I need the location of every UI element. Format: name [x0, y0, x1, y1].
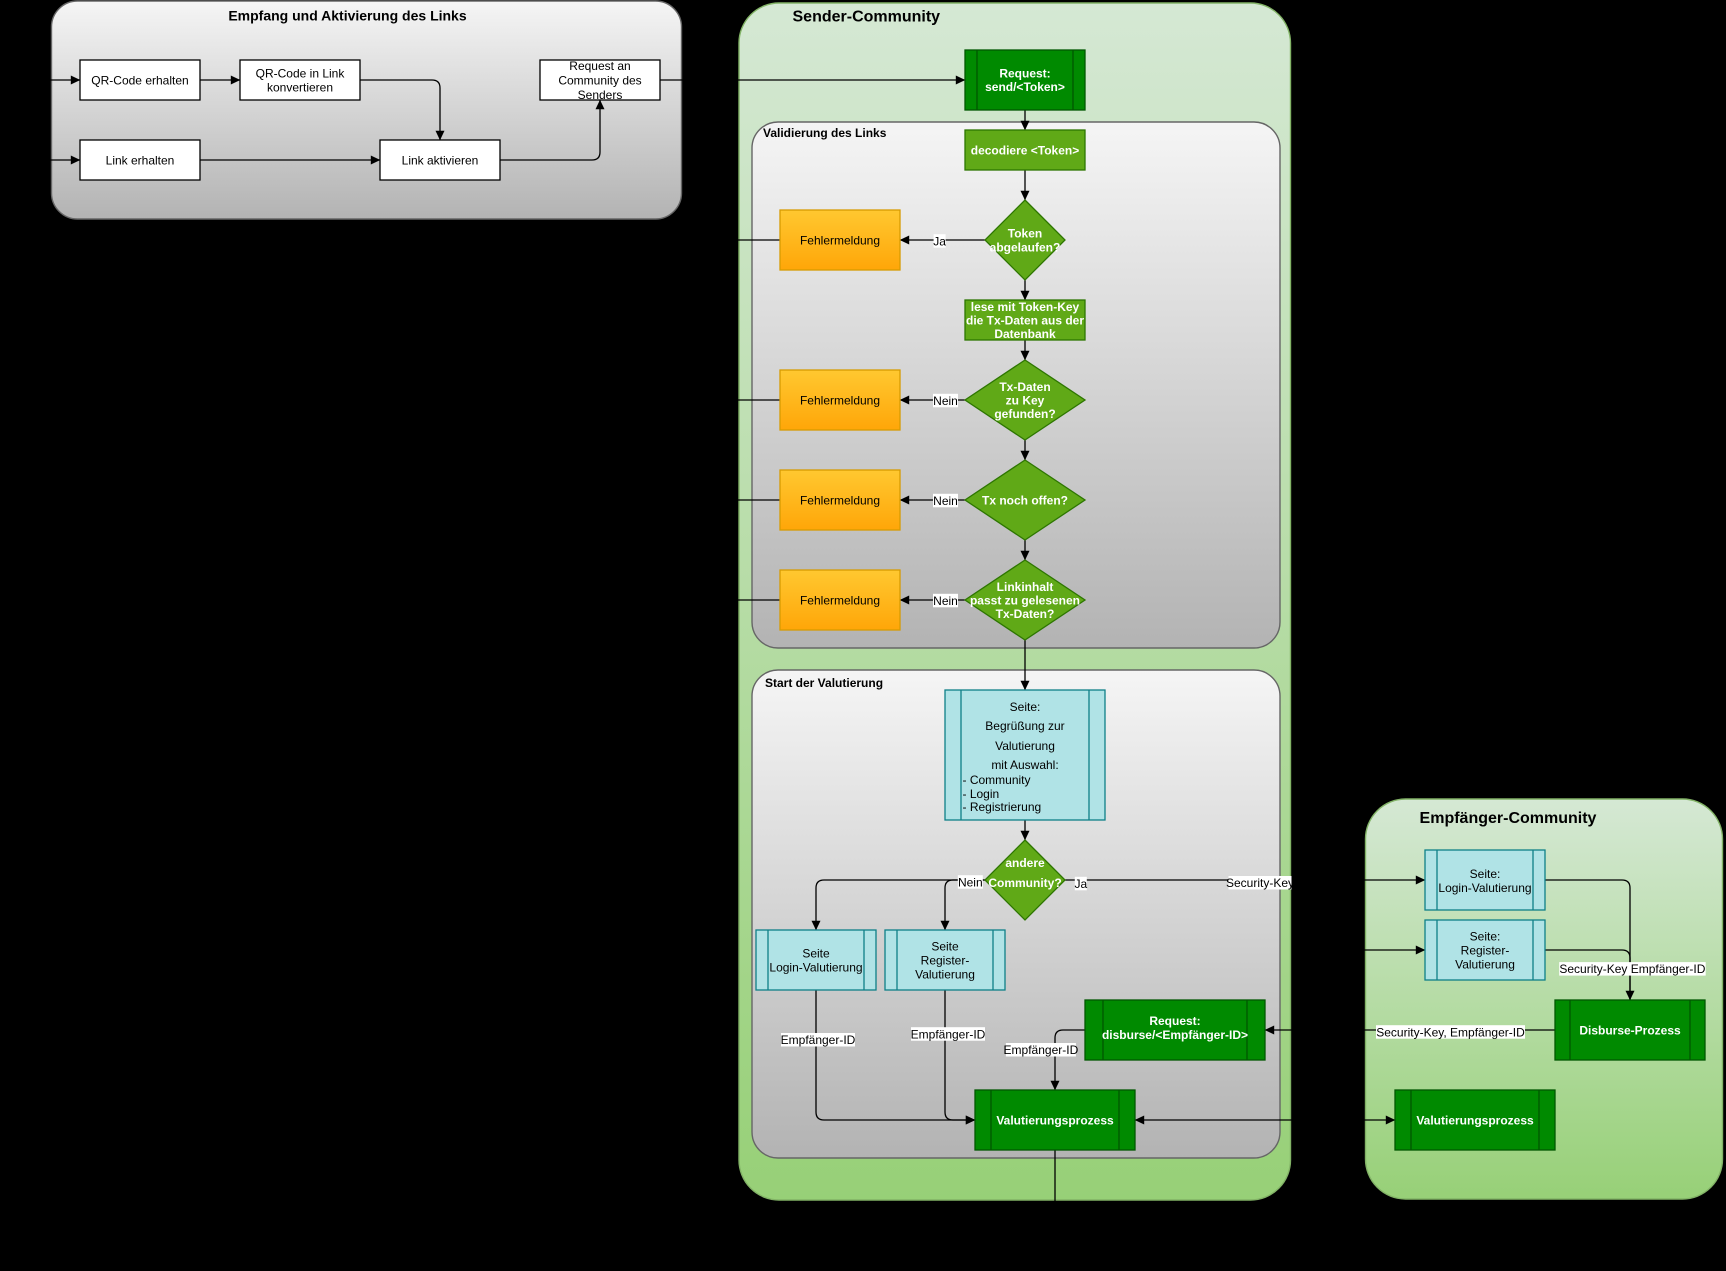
svg-text:abgelaufen?: abgelaufen?	[990, 240, 1061, 254]
svg-text:Fehlermeldung: Fehlermeldung	[800, 233, 880, 247]
svg-text:QR-Code in Link: QR-Code in Link	[256, 66, 346, 80]
svg-text:Disburse-Prozess: Disburse-Prozess	[1579, 1023, 1681, 1037]
svg-text:Valutierung: Valutierung	[1455, 957, 1515, 971]
svg-text:Fehlermeldung: Fehlermeldung	[800, 593, 880, 607]
svg-text:passt zu gelesenen: passt zu gelesenen	[970, 593, 1080, 607]
svg-text:Empfänger-ID: Empfänger-ID	[781, 1033, 856, 1047]
svg-text:Seite: Seite	[802, 946, 830, 960]
svg-text:- Registrierung: - Registrierung	[963, 800, 1042, 814]
svg-text:Valutierungsprozess: Valutierungsprozess	[996, 1113, 1114, 1127]
svg-text:Register-: Register-	[921, 953, 970, 967]
svg-text:Request an: Request an	[569, 59, 630, 73]
svg-text:Fehlermeldung: Fehlermeldung	[800, 493, 880, 507]
svg-text:Ja: Ja	[1074, 877, 1087, 891]
svg-text:Seite: Seite	[931, 939, 959, 953]
svg-text:Nein: Nein	[958, 875, 983, 889]
svg-text:Validierung des Links: Validierung des Links	[763, 126, 887, 140]
svg-text:Empfang und Aktivierung des Li: Empfang und Aktivierung des Links	[228, 8, 467, 24]
svg-text:Empfänger-Community: Empfänger-Community	[1420, 810, 1597, 827]
svg-text:Tx-Daten?: Tx-Daten?	[996, 607, 1055, 621]
svg-text:Nein: Nein	[933, 594, 958, 608]
svg-text:Senders: Senders	[578, 88, 623, 102]
svg-text:Linkinhalt: Linkinhalt	[997, 580, 1054, 594]
svg-text:Login-Valutierung: Login-Valutierung	[1438, 881, 1531, 895]
svg-text:decodiere <Token>: decodiere <Token>	[971, 143, 1080, 157]
svg-text:Community?: Community?	[988, 876, 1061, 890]
svg-text:Register-: Register-	[1461, 943, 1510, 957]
svg-text:Security-Key: Security-Key	[1226, 876, 1294, 890]
svg-text:Seite:: Seite:	[1010, 700, 1041, 714]
svg-text:Tx-Daten: Tx-Daten	[999, 380, 1050, 394]
svg-text:andere: andere	[1005, 856, 1045, 870]
svg-text:Empfänger-ID: Empfänger-ID	[1004, 1043, 1079, 1057]
svg-text:Link aktivieren: Link aktivieren	[402, 153, 479, 167]
svg-text:- Login: - Login	[963, 787, 1000, 801]
svg-text:- Community: - Community	[963, 773, 1031, 787]
svg-text:Ja: Ja	[933, 234, 946, 248]
svg-text:Datenbank: Datenbank	[994, 327, 1056, 341]
svg-text:Link erhalten: Link erhalten	[106, 153, 175, 167]
svg-text:send/<Token>: send/<Token>	[985, 80, 1065, 94]
svg-text:Request:: Request:	[1149, 1014, 1200, 1028]
svg-text:lese mit Token-Key: lese mit Token-Key	[971, 300, 1080, 314]
svg-text:Community des: Community des	[558, 74, 641, 88]
svg-text:Tx noch offen?: Tx noch offen?	[982, 493, 1068, 507]
svg-text:QR-Code erhalten: QR-Code erhalten	[91, 73, 188, 87]
svg-text:Begrüßung zur: Begrüßung zur	[985, 719, 1064, 733]
svg-text:Empfänger-ID: Empfänger-ID	[911, 1027, 986, 1041]
svg-text:Security-Key Empfänger-ID: Security-Key Empfänger-ID	[1559, 962, 1705, 976]
svg-text:Nein: Nein	[933, 394, 958, 408]
svg-text:Security-Key, Empfänger-ID: Security-Key, Empfänger-ID	[1376, 1025, 1525, 1039]
svg-text:Seite:: Seite:	[1470, 929, 1501, 943]
svg-text:gefunden?: gefunden?	[994, 407, 1055, 421]
svg-text:Valutierung: Valutierung	[995, 739, 1055, 753]
svg-text:Valutierung: Valutierung	[915, 967, 975, 981]
svg-text:Login-Valutierung: Login-Valutierung	[769, 960, 862, 974]
svg-text:Request:: Request:	[999, 67, 1050, 81]
svg-text:mit Auswahl:: mit Auswahl:	[991, 758, 1058, 772]
svg-text:konvertieren: konvertieren	[267, 80, 333, 94]
svg-text:disburse/<Empfänger-ID>: disburse/<Empfänger-ID>	[1102, 1028, 1248, 1042]
svg-text:Token: Token	[1008, 226, 1042, 240]
svg-text:zu Key: zu Key	[1006, 393, 1045, 407]
svg-text:Fehlermeldung: Fehlermeldung	[800, 393, 880, 407]
svg-text:Start der Valutierung: Start der Valutierung	[765, 676, 883, 690]
svg-text:die Tx-Daten aus der: die Tx-Daten aus der	[966, 314, 1084, 328]
svg-text:Valutierungsprozess: Valutierungsprozess	[1416, 1113, 1534, 1127]
svg-text:Nein: Nein	[933, 494, 958, 508]
svg-text:Seite:: Seite:	[1470, 867, 1501, 881]
svg-text:Sender-Community: Sender-Community	[793, 9, 941, 26]
